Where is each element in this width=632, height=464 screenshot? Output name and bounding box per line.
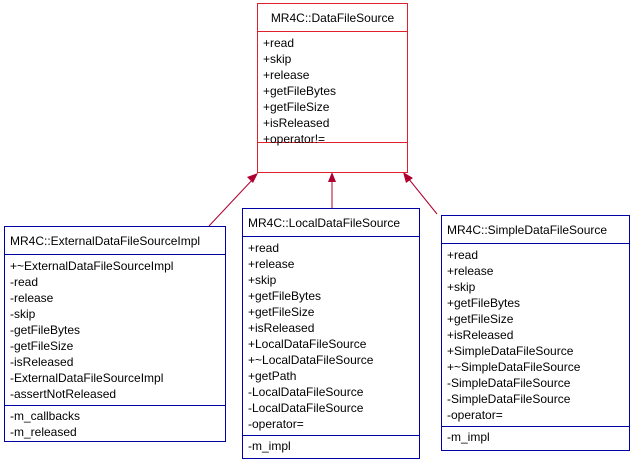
- class-name: MR4C::DataFileSource: [258, 4, 407, 32]
- member-item: +read: [263, 36, 295, 50]
- inheritance-arrowhead-simple: [403, 172, 413, 183]
- member-item: -isReleased: [10, 355, 74, 369]
- member-item: -operator=: [248, 417, 304, 431]
- member-item: +SimpleDataFileSource: [447, 344, 574, 358]
- member-item: -read: [10, 275, 39, 289]
- member-item: +getFileSize: [263, 100, 330, 114]
- member-item: -assertNotReleased: [10, 387, 117, 401]
- inheritance-arrowhead-local: [328, 172, 336, 182]
- class-simpledatafilesource[interactable]: MR4C::SimpleDataFileSource +read+release…: [441, 215, 630, 451]
- member-item: +read: [447, 248, 479, 262]
- member-item: +getFileSize: [248, 305, 315, 319]
- attributes-list: -m_impl: [442, 427, 629, 447]
- member-item: +skip: [263, 52, 292, 66]
- class-datafilesource[interactable]: MR4C::DataFileSource +read+skip+release+…: [257, 3, 408, 173]
- member-item: -getFileSize: [10, 339, 74, 353]
- member-item: +~LocalDataFileSource: [248, 353, 374, 367]
- member-item: +isReleased: [248, 321, 315, 335]
- member-item: +getFileSize: [447, 312, 514, 326]
- member-item: +~ExternalDataFileSourceImpl: [10, 259, 174, 273]
- member-item: -getFileBytes: [10, 323, 81, 337]
- member-item: +release: [248, 257, 295, 271]
- class-externaldatafilesourceimpl[interactable]: MR4C::ExternalDataFileSourceImpl +~Exter…: [4, 226, 226, 442]
- class-localdatafilesource[interactable]: MR4C::LocalDataFileSource +read+release+…: [242, 208, 420, 459]
- class-name: MR4C::ExternalDataFileSourceImpl: [5, 227, 225, 255]
- member-item: -LocalDataFileSource: [248, 385, 364, 399]
- member-item: +~SimpleDataFileSource: [447, 360, 581, 374]
- member-item: -operator=: [447, 408, 503, 422]
- attributes-list: -m_impl: [243, 436, 419, 456]
- operations-list: +read +release +skip +getFileBytes +getFileS…: [243, 237, 419, 436]
- member-item: -m_callbacks: [10, 409, 81, 423]
- member-item: -SimpleDataFileSource: [447, 392, 571, 406]
- member-item: -SimpleDataFileSource: [447, 376, 571, 390]
- inheritance-arrowhead-external: [247, 173, 258, 183]
- operations-list: +read +skip +release +getFileBytes +getFileS…: [258, 32, 407, 146]
- inheritance-edge-simple: [407, 177, 438, 215]
- member-item: +getFileBytes: [263, 84, 337, 98]
- member-item: +getPath: [248, 369, 297, 383]
- member-item: +LocalDataFileSource: [248, 337, 367, 351]
- member-item: -m_released: [10, 425, 77, 439]
- attributes-list: -m_callbacks -m_released: [5, 406, 225, 442]
- member-item: -m_impl: [447, 430, 490, 444]
- member-item: -release: [10, 291, 54, 305]
- member-item: -m_impl: [248, 439, 291, 453]
- class-name: MR4C::SimpleDataFileSource: [442, 216, 629, 244]
- member-item: +getFileBytes: [248, 289, 322, 303]
- member-item: -ExternalDataFileSourceImpl: [10, 371, 164, 385]
- inheritance-edge-external: [208, 177, 255, 227]
- operations-list: +~ExternalDataFileSourceImpl -read -releas…: [5, 255, 225, 406]
- class-name: MR4C::LocalDataFileSource: [243, 209, 419, 237]
- member-item: +read: [248, 241, 280, 255]
- member-item: +isReleased: [263, 116, 330, 130]
- member-item: -LocalDataFileSource: [248, 401, 364, 415]
- member-item: +skip: [447, 280, 476, 294]
- member-item: +release: [447, 264, 494, 278]
- operations-list: +read +release +skip +getFileBytes +getFileS…: [442, 244, 629, 427]
- member-item: +operator!=: [263, 132, 326, 146]
- member-item: +release: [263, 68, 310, 82]
- member-item: +getFileBytes: [447, 296, 521, 310]
- member-item: +isReleased: [447, 328, 514, 342]
- member-item: +skip: [248, 273, 277, 287]
- member-item: -skip: [10, 307, 36, 321]
